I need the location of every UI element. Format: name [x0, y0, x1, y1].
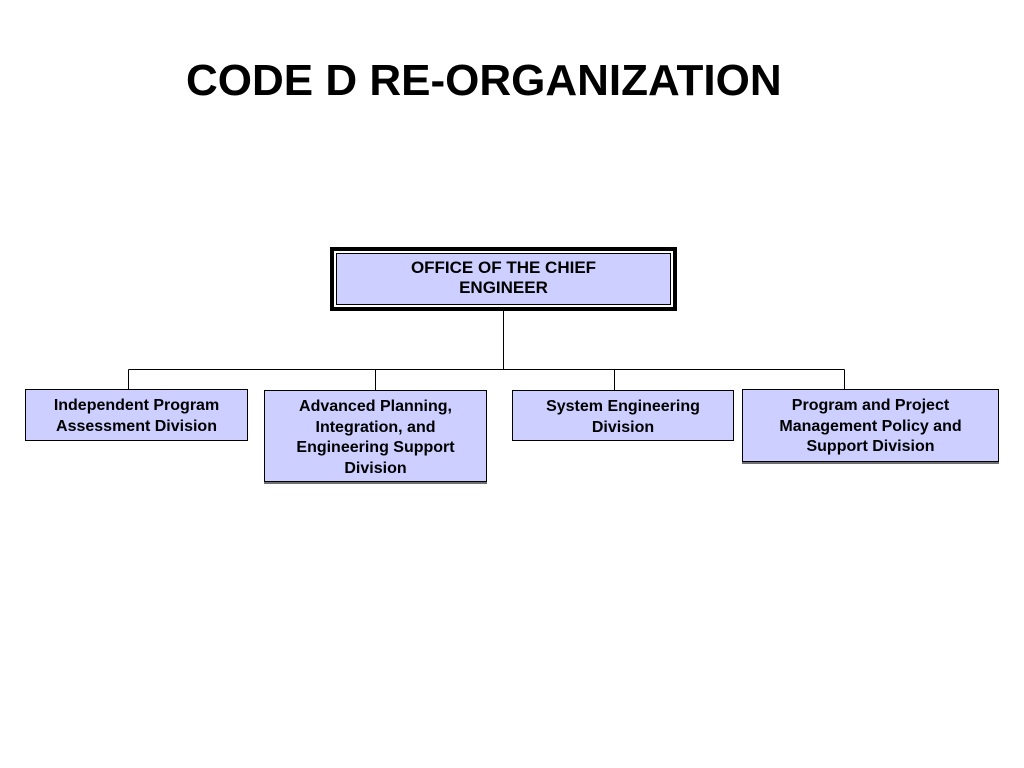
system-engineering-division-box: System Engineering Division	[512, 390, 734, 441]
division-label: Advanced Planning, Integration, and Engi…	[296, 398, 455, 477]
division-label: System Engineering Division	[546, 398, 700, 436]
slide-title: CODE D RE-ORGANIZATION	[186, 56, 782, 105]
division-label: Independent Program Assessment Division	[53, 397, 220, 435]
chief-engineer-box-inner: OFFICE OF THE CHIEF ENGINEER	[336, 253, 671, 305]
program-project-management-division-box: Program and Project Management Policy an…	[742, 389, 999, 462]
independent-program-assessment-division-box: Independent Program Assessment Division	[25, 389, 248, 441]
division-label: Program and Project Management Policy an…	[779, 397, 962, 455]
chief-engineer-box: OFFICE OF THE CHIEF ENGINEER	[330, 247, 677, 311]
chief-engineer-label: OFFICE OF THE CHIEF ENGINEER	[410, 258, 597, 297]
advanced-planning-division-box: Advanced Planning, Integration, and Engi…	[264, 390, 487, 482]
